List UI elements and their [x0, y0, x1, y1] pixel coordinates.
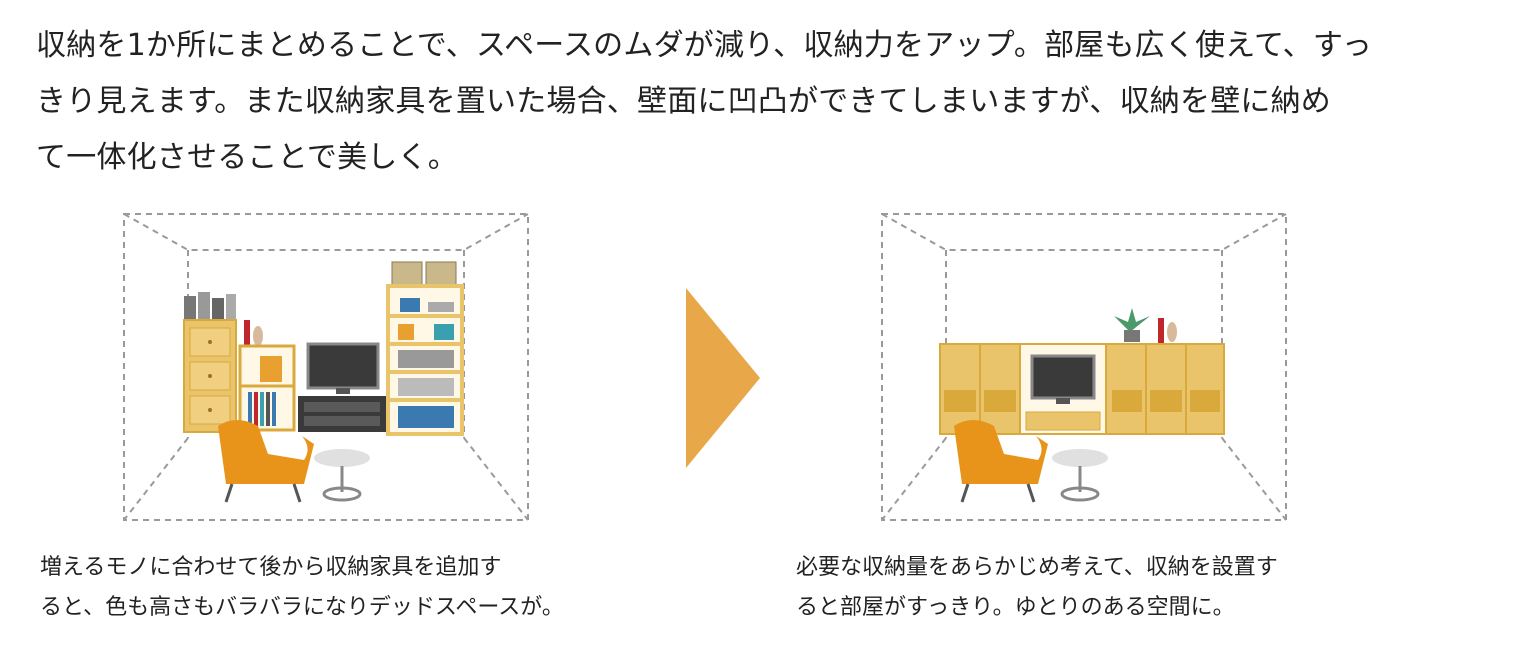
side-table-icon	[1052, 449, 1108, 502]
intro-line-3: て一体化させることで美しく。	[36, 140, 458, 175]
red-vase-icon	[1158, 318, 1164, 344]
caption-before-line-1: 増えるモノに合わせて後から収納家具を追加す	[40, 555, 502, 580]
armchair-icon	[954, 420, 1048, 503]
red-vase-icon	[244, 320, 250, 348]
tall-bookshelf	[386, 261, 464, 436]
vase-icon	[253, 326, 263, 346]
tv-set	[1030, 354, 1096, 404]
caption-before-line-2: ると、色も高さもバラバラになりデッドスペースが。	[40, 595, 564, 620]
room-after-illustration	[876, 208, 1292, 526]
armchair-icon	[218, 420, 314, 503]
vase-icon	[1167, 322, 1177, 342]
caption-after-line-1: 必要な収納量をあらかじめ考えて、収納を設置す	[796, 555, 1278, 580]
caption-after-line-2: ると部屋がすっきり。ゆとりのある空間に。	[796, 595, 1235, 620]
triangle-right-icon	[686, 288, 760, 472]
file-holders	[184, 292, 236, 320]
side-table-icon	[314, 449, 370, 502]
small-bookshelf	[238, 344, 296, 432]
intro-paragraph: 収納を1か所にまとめることで、スペースのムダが減り、収納力をアップ。部屋も広く使…	[36, 18, 1506, 186]
room-before-illustration	[118, 208, 534, 526]
caption-before: 増えるモノに合わせて後から収納家具を追加す ると、色も高さもバラバラになりデッド…	[40, 548, 564, 628]
plant-icon	[1114, 308, 1150, 342]
drawer-cabinet	[183, 319, 237, 433]
caption-after: 必要な収納量をあらかじめ考えて、収納を設置す ると部屋がすっきり。ゆとりのある空…	[796, 548, 1278, 628]
intro-line-2: きり見えます。また収納家具を置いた場合、壁面に凹凸ができてしまいますが、収納を壁…	[36, 84, 1331, 119]
tv-set	[298, 342, 386, 432]
intro-line-1: 収納を1か所にまとめることで、スペースのムダが減り、収納力をアップ。部屋も広く使…	[36, 28, 1373, 63]
